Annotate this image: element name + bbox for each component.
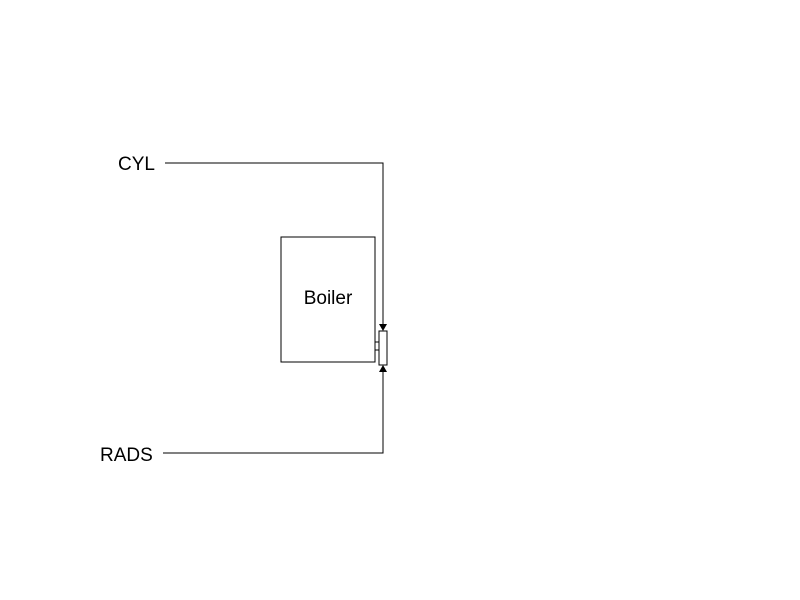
diverter-valve [378, 330, 388, 366]
cyl-pipe [165, 162, 384, 324]
cyl-label: CYL [118, 154, 155, 175]
rads-pipe [163, 372, 384, 454]
rads-label: RADS [100, 445, 153, 466]
rads-arrowhead [379, 365, 387, 372]
cyl-arrowhead [379, 324, 387, 331]
boiler-box [280, 236, 376, 363]
boiler-label: Boiler [303, 288, 353, 309]
